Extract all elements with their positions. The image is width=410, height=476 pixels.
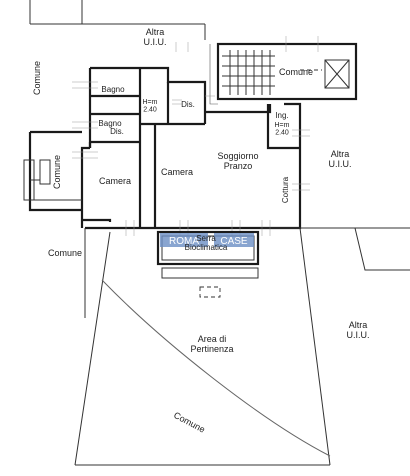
label-bagno-bottom: Bagno [98, 119, 122, 128]
label-comune-stair: Comune [279, 67, 313, 77]
label-camera-center: Camera [161, 167, 193, 177]
stair-block [209, 42, 358, 105]
garden-boundary [74, 227, 410, 466]
left-property-line [29, 0, 83, 25]
watermark: ROMA CASE [160, 233, 254, 247]
serra-block [156, 230, 260, 298]
label-comune-left-bottom: Comune [48, 248, 82, 258]
label-comune-left-top: Comune [32, 61, 42, 95]
label-ing: Ing. [275, 111, 288, 120]
top-boundary [82, 23, 206, 40]
apartment-walls [23, 66, 302, 230]
label-dis-top: Dis. [181, 100, 195, 109]
label-comune-bottom: Comune [172, 410, 207, 435]
label-comune-left-mid: Comune [52, 155, 62, 189]
label-bagno-top: Bagno [101, 85, 125, 94]
label-cottura: Cottura [281, 176, 290, 203]
watermark-left: ROMA [169, 236, 199, 247]
watermark-right: CASE [220, 236, 248, 247]
label-dis-bottom: Dis. [110, 127, 124, 136]
label-camera-left: Camera [99, 176, 131, 186]
